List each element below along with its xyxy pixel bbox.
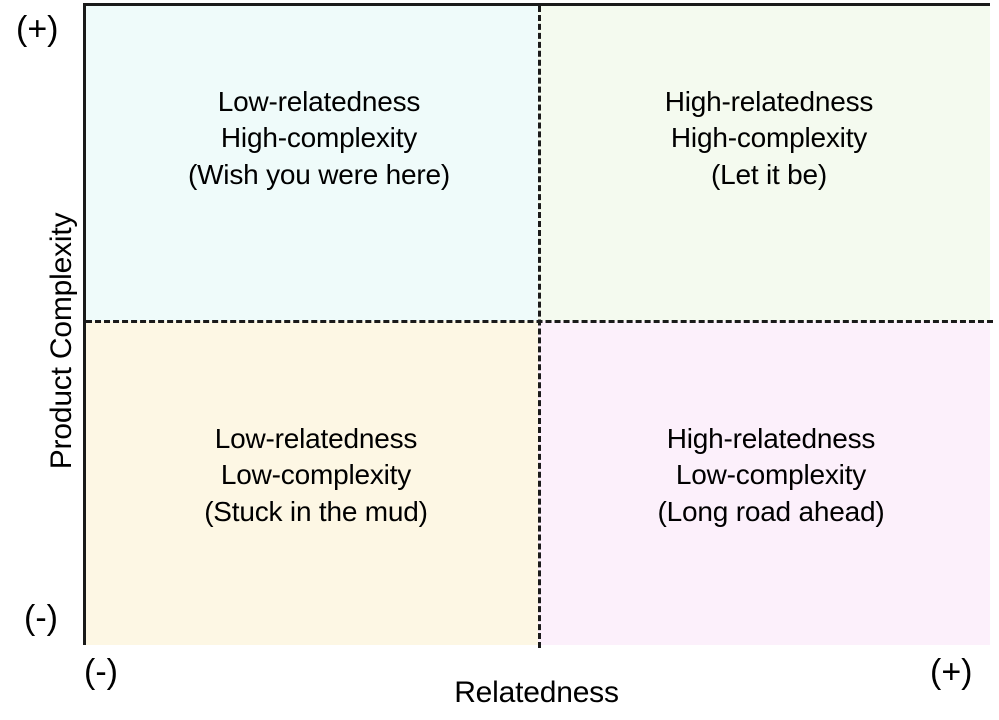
x-axis-negative-marker: (-) [84, 653, 118, 691]
quadrant-low-relatedness-low-complexity[interactable]: Low-relatedness Low-complexity (Stuck in… [86, 321, 538, 645]
quadrant-label-top-right: High-relatedness High-complexity (Let it… [664, 86, 874, 190]
y-axis-title: Product Complexity [45, 212, 78, 470]
quadrant-label-bottom-right: High-relatedness Low-complexity (Long ro… [657, 423, 885, 527]
quadrant-high-relatedness-low-complexity[interactable]: High-relatedness Low-complexity (Long ro… [538, 321, 990, 645]
quadrant-label-top-left: Low-relatedness High-complexity (Wish yo… [187, 86, 451, 190]
quadrant-high-relatedness-high-complexity[interactable]: High-relatedness High-complexity (Let it… [538, 6, 990, 321]
x-axis-positive-marker: (+) [930, 653, 973, 691]
y-axis-positive-marker: (+) [16, 10, 59, 48]
quadrant-low-relatedness-high-complexity[interactable]: Low-relatedness High-complexity (Wish yo… [86, 6, 538, 321]
quadrant-label-bottom-left: Low-relatedness Low-complexity (Stuck in… [204, 423, 428, 527]
plot-area: Low-relatedness High-complexity (Wish yo… [83, 3, 993, 648]
y-axis-negative-marker: (-) [24, 599, 58, 637]
x-axis-title: Relatedness [454, 676, 619, 709]
